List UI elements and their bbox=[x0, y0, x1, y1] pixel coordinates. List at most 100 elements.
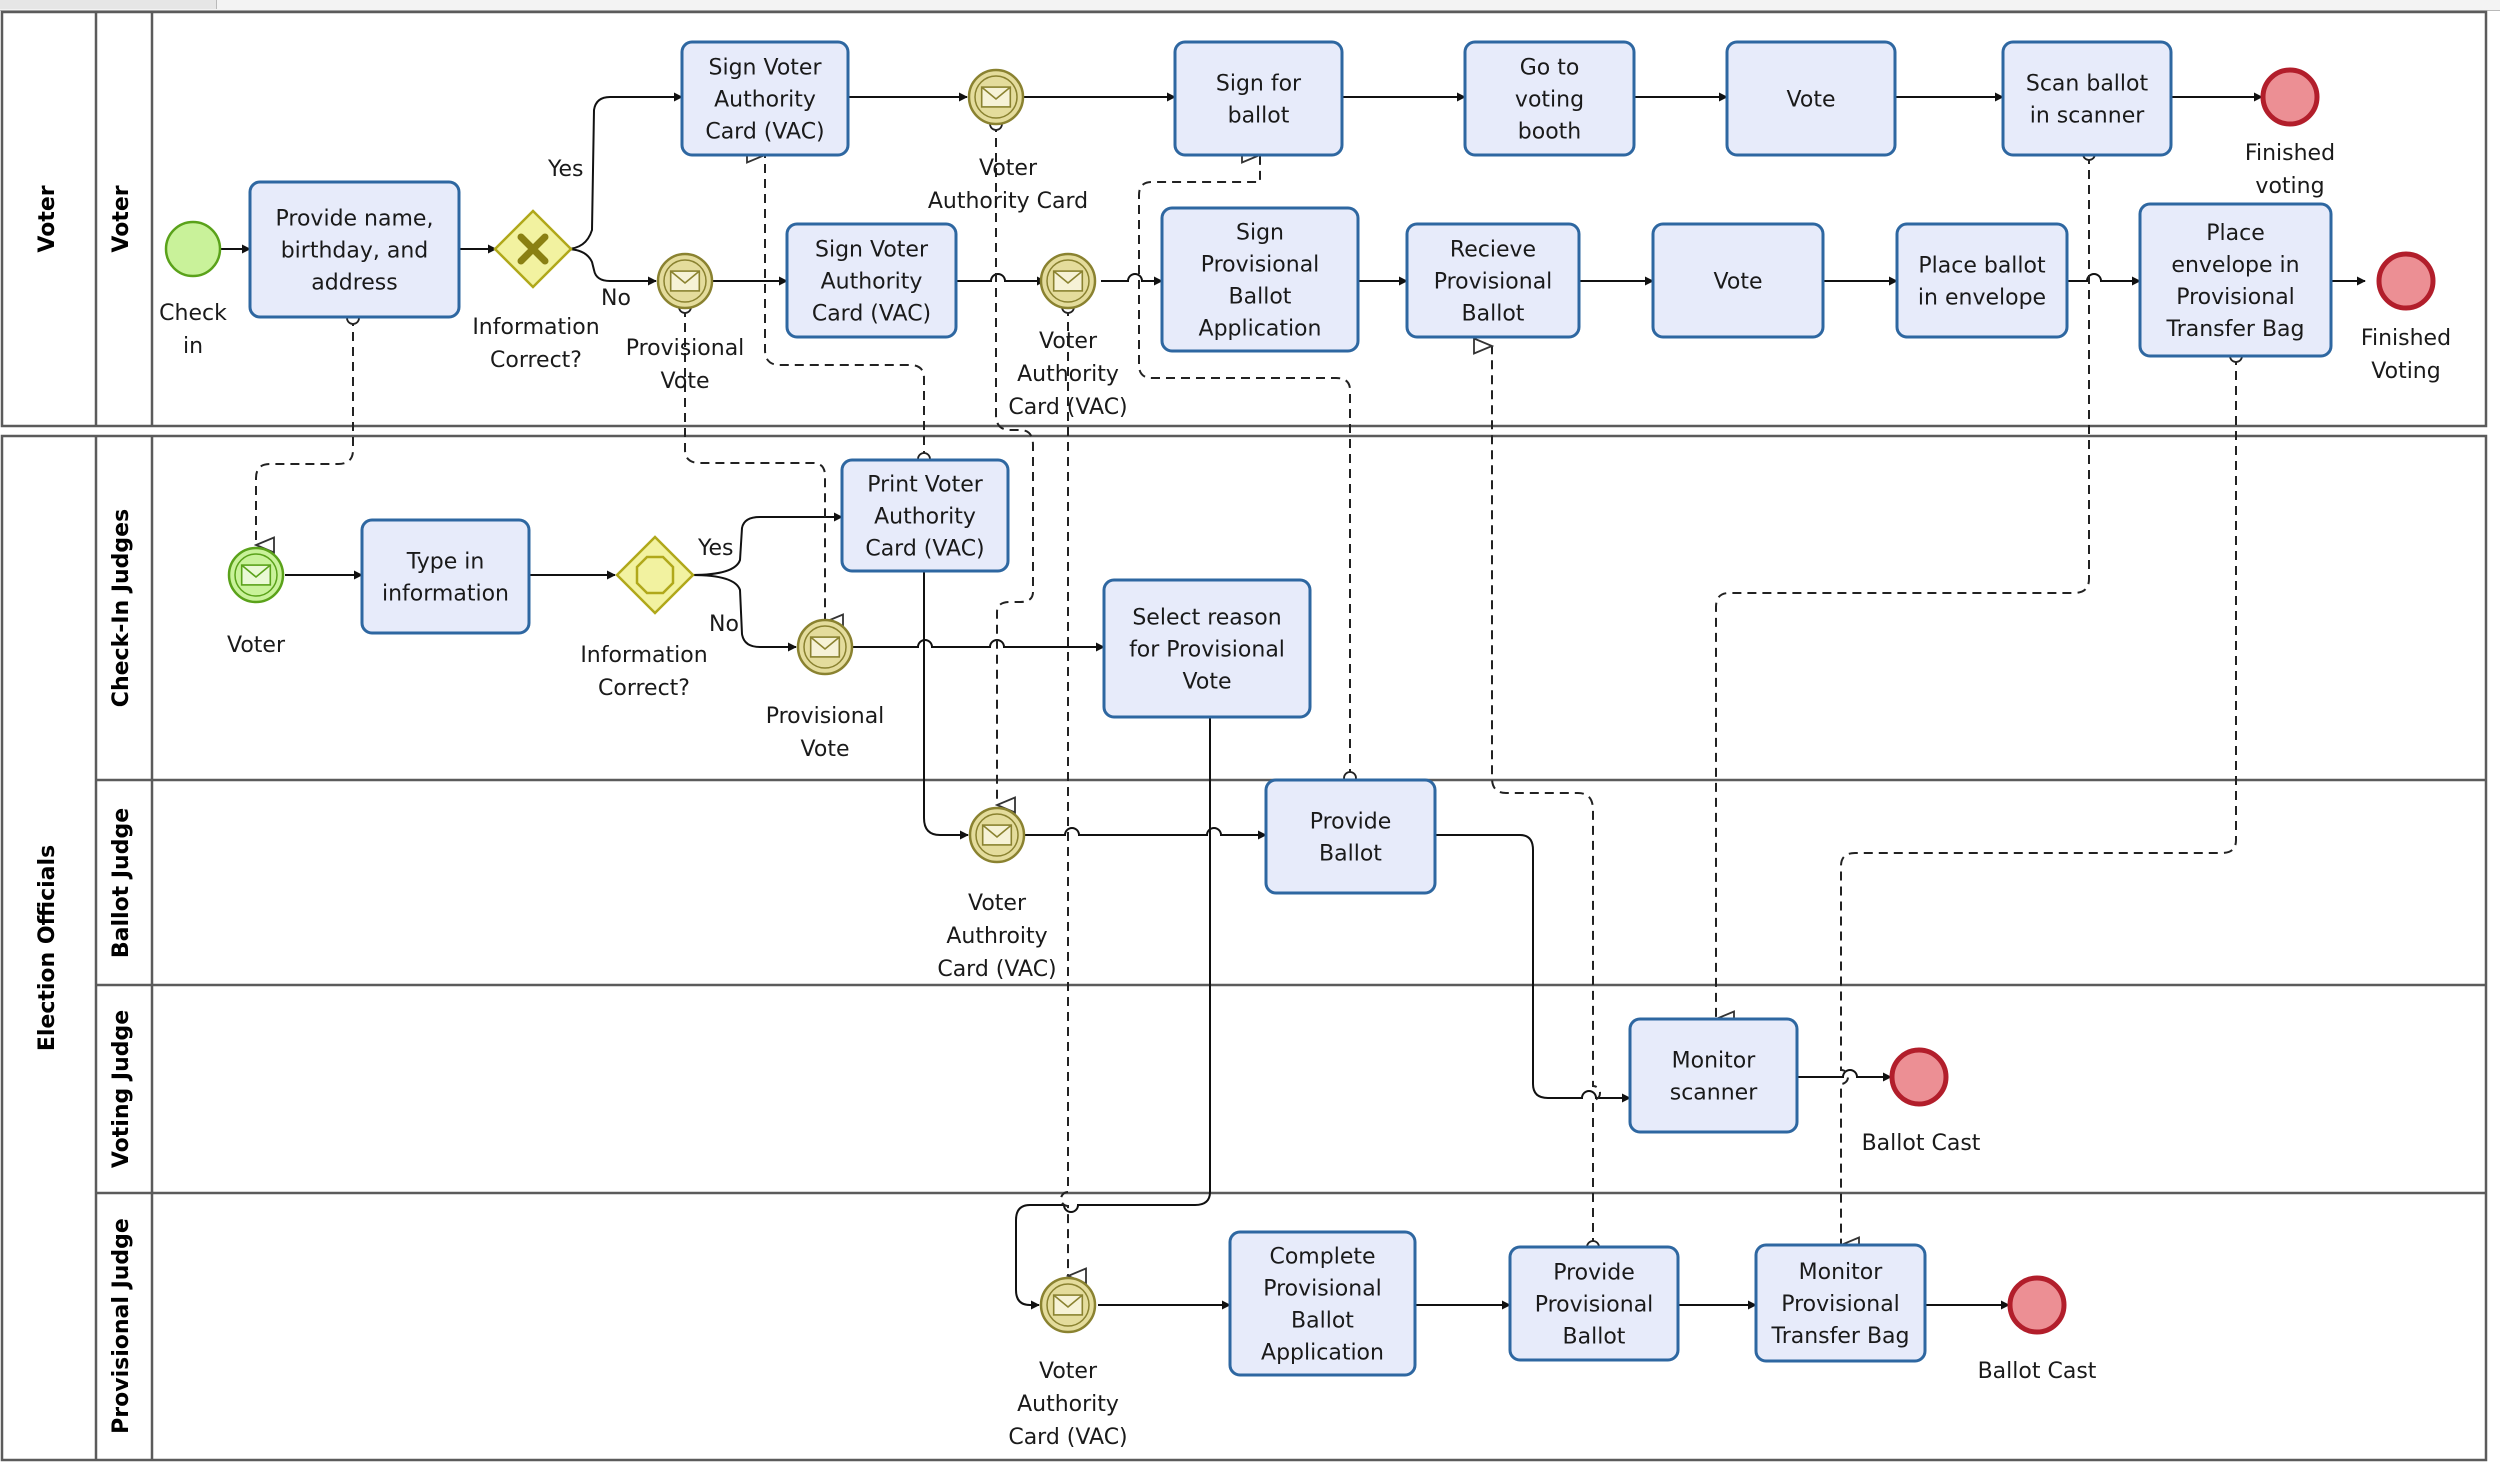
lane-label-ballot-judge: Ballot Judge bbox=[109, 808, 134, 958]
task-label: Ballot bbox=[1319, 842, 1382, 867]
event-label: Voter bbox=[979, 156, 1038, 181]
task-label: for Provisional bbox=[1129, 638, 1285, 663]
task-label: Ballot bbox=[1229, 285, 1292, 310]
task-label: Monitor bbox=[1672, 1049, 1757, 1074]
gateway-label: Correct? bbox=[598, 676, 690, 701]
event-label: Finished bbox=[2361, 326, 2451, 351]
task-label: Scan ballot bbox=[2026, 72, 2149, 97]
flow-labels: Yes No Yes No bbox=[547, 157, 739, 637]
task-label: booth bbox=[1518, 120, 1581, 145]
event-label: Card (VAC) bbox=[1008, 1425, 1127, 1450]
task-label: Sign Voter bbox=[815, 238, 929, 263]
task-label: Transfer Bag bbox=[2166, 317, 2305, 342]
task-label: Card (VAC) bbox=[865, 537, 984, 562]
task-vote-top[interactable]: Vote bbox=[1725, 40, 1897, 157]
task-monitor-scanner[interactable]: Monitor scanner bbox=[1628, 1017, 1799, 1134]
lane-label-check-in-judges: Check-In Judges bbox=[109, 509, 134, 707]
task-label: Vote bbox=[1183, 670, 1232, 695]
event-voter-start[interactable]: Voter bbox=[227, 546, 286, 658]
event-label: Finished bbox=[2245, 141, 2335, 166]
task-label: in envelope bbox=[1918, 286, 2046, 311]
event-label: voting bbox=[2255, 174, 2324, 199]
gateway-label: Information bbox=[472, 315, 599, 340]
event-label: Authroity bbox=[946, 924, 1047, 949]
task-label: Card (VAC) bbox=[812, 302, 931, 327]
task-go-booth[interactable]: Go to voting booth bbox=[1463, 40, 1636, 157]
event-label: Ballot Cast bbox=[1978, 1359, 2097, 1384]
event-label: Voting bbox=[2371, 359, 2440, 384]
exclusive-x-icon bbox=[517, 233, 549, 265]
event-label: Vote bbox=[661, 369, 710, 394]
task-label: Transfer Bag bbox=[1771, 1324, 1910, 1349]
task-scan[interactable]: Scan ballot in scanner bbox=[2001, 40, 2173, 157]
event-label: Authority bbox=[1017, 362, 1119, 387]
event-ballot-cast-p[interactable]: Ballot Cast bbox=[1978, 1275, 2097, 1384]
task-label: address bbox=[311, 271, 397, 296]
envelope-icon bbox=[669, 270, 701, 292]
task-label: Provisional bbox=[1434, 270, 1553, 295]
event-label: Voter bbox=[1039, 329, 1098, 354]
envelope-icon bbox=[1052, 270, 1084, 292]
envelope-icon bbox=[981, 824, 1013, 846]
event-label: Vote bbox=[801, 737, 850, 762]
task-label: scanner bbox=[1670, 1081, 1758, 1106]
task-label: ballot bbox=[1228, 104, 1290, 129]
event-ballot-cast-v[interactable]: Ballot Cast bbox=[1862, 1047, 1981, 1156]
task-label: Place bbox=[2206, 221, 2265, 246]
window-tab[interactable] bbox=[70, 0, 217, 9]
task-label: Select reason bbox=[1132, 606, 1281, 631]
task-label: Complete bbox=[1269, 1245, 1375, 1270]
task-label: in scanner bbox=[2030, 104, 2146, 129]
event-label: in bbox=[183, 334, 203, 359]
task-sign-for-ballot[interactable]: Sign for ballot bbox=[1173, 40, 1344, 157]
event-finished-top[interactable]: Finished voting bbox=[2245, 67, 2335, 199]
event-label: Voter bbox=[968, 891, 1027, 916]
flow-label-yes: Yes bbox=[547, 157, 584, 182]
event-label: Authority bbox=[1017, 1392, 1119, 1417]
task-label: Recieve bbox=[1450, 238, 1536, 263]
task-label: Go to bbox=[1520, 56, 1580, 81]
lane-label-voter: Voter bbox=[109, 185, 134, 252]
task-label: Vote bbox=[1787, 88, 1836, 113]
task-label: Provisional bbox=[2176, 285, 2295, 310]
flow-label-no: No bbox=[709, 612, 739, 637]
event-label: Voter bbox=[1039, 1359, 1098, 1384]
event-label: Card (VAC) bbox=[1008, 395, 1127, 420]
task-label: Sign for bbox=[1216, 72, 1302, 97]
message-flows bbox=[256, 123, 2237, 1276]
event-label: Card (VAC) bbox=[937, 957, 1056, 982]
envelope-icon bbox=[240, 564, 272, 586]
task-label: Authority bbox=[714, 88, 816, 113]
task-label: Provisional bbox=[1201, 253, 1320, 278]
task-vote-mid[interactable]: Vote bbox=[1651, 222, 1825, 339]
sequence-flows bbox=[221, 92, 2366, 1310]
task-label: Ballot bbox=[1291, 1309, 1354, 1334]
task-label: voting bbox=[1515, 88, 1584, 113]
